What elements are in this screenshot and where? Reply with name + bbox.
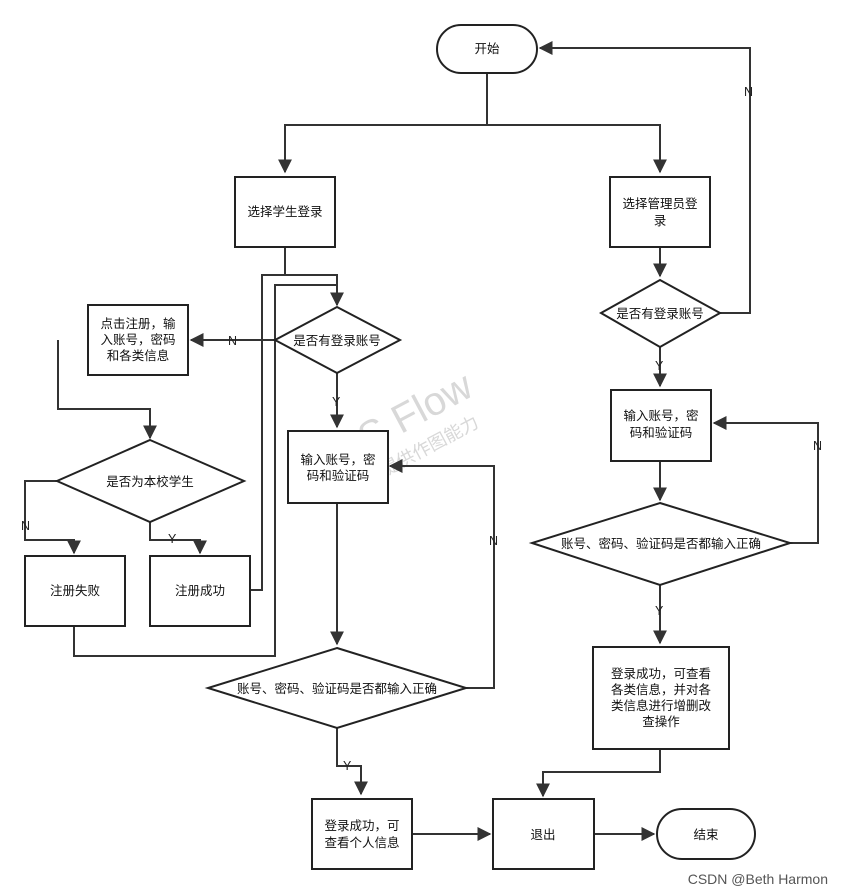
edge-school-yes bbox=[149, 522, 207, 555]
node-admin-login-success-line2: 各类信息，并对各 bbox=[611, 682, 712, 697]
edge-label-admin-yes: Y bbox=[655, 359, 664, 373]
node-student-input: 输入账号，密 码和验证码 bbox=[287, 430, 389, 504]
edge-success-return bbox=[250, 274, 285, 591]
node-student-check-correct: 账号、密码、验证码是否都输入正确 bbox=[204, 646, 470, 730]
edge-student-login-check bbox=[284, 247, 344, 307]
node-register-fail: 注册失败 bbox=[24, 555, 126, 627]
node-exit-label: 退出 bbox=[530, 828, 555, 842]
edge-label-student-yes: Y bbox=[332, 395, 341, 409]
node-student-login-success-line1: 登录成功，可 bbox=[324, 818, 399, 833]
node-student-has-account: 是否有登录账号 bbox=[272, 305, 403, 375]
node-student-login-success-line2: 查看个人信息 bbox=[324, 835, 399, 850]
credit-text: CSDN @Beth Harmon bbox=[688, 871, 828, 887]
node-admin-input: 输入账号，密 码和验证码 bbox=[610, 389, 712, 462]
edge-register-school-check bbox=[57, 340, 157, 440]
edge-admin-no-account bbox=[538, 41, 751, 314]
node-register-success-label: 注册成功 bbox=[175, 583, 225, 598]
node-register-info-line1: 点击注册，输 bbox=[100, 316, 176, 331]
node-admin-check-correct: 账号、密码、验证码是否都输入正确 bbox=[528, 501, 794, 587]
node-admin-has-account-label: 是否有登录账号 bbox=[616, 306, 704, 321]
node-register-fail-label: 注册失败 bbox=[50, 583, 101, 598]
node-student-input-line1: 输入账号，密 bbox=[300, 452, 375, 467]
edge-label-school-no: N bbox=[21, 519, 30, 533]
edge-label-admin-no: N bbox=[744, 85, 753, 99]
node-student-login-label: 选择学生登录 bbox=[247, 204, 322, 219]
edge-start-split bbox=[278, 73, 488, 174]
node-admin-login: 选择管理员登 录 bbox=[609, 176, 711, 248]
node-admin-login-success-line1: 登录成功，可查看 bbox=[611, 666, 711, 681]
node-admin-input-line2: 码和验证码 bbox=[630, 425, 693, 440]
edge-school-no bbox=[24, 480, 81, 555]
node-start-label: 开始 bbox=[474, 42, 500, 56]
edge-student-check-yes bbox=[336, 728, 368, 796]
node-end: 结束 bbox=[656, 808, 756, 860]
node-admin-check-correct-label: 账号、密码、验证码是否都输入正确 bbox=[561, 536, 761, 551]
edge-label-admin-check-yes: Y bbox=[655, 604, 664, 618]
node-student-login-success: 登录成功，可 查看个人信息 bbox=[311, 798, 413, 870]
edge-admin-success-exit bbox=[536, 749, 661, 798]
node-admin-login-success-line4: 查操作 bbox=[642, 714, 680, 729]
node-register-info-line2: 入账号，密码 bbox=[100, 332, 175, 347]
node-register-info: 点击注册，输 入账号，密码 和各类信息 bbox=[87, 304, 189, 376]
node-exit: 退出 bbox=[492, 798, 595, 870]
node-register-success: 注册成功 bbox=[149, 555, 251, 627]
edge-label-admin-check-no: N bbox=[813, 439, 822, 453]
node-school-check-label: 是否为本校学生 bbox=[106, 474, 194, 489]
edge-fail-return bbox=[73, 284, 337, 657]
node-admin-login-line1: 选择管理员登 bbox=[622, 196, 698, 211]
node-register-info-line3: 和各类信息 bbox=[107, 348, 170, 363]
node-student-check-correct-label: 账号、密码、验证码是否都输入正确 bbox=[237, 681, 437, 696]
edge-admin-check-no bbox=[712, 416, 819, 544]
node-admin-login-success-line3: 类信息进行增删改 bbox=[611, 698, 712, 713]
node-student-input-line2: 码和验证码 bbox=[307, 468, 370, 483]
node-admin-has-account: 是否有登录账号 bbox=[598, 278, 723, 349]
node-student-login: 选择学生登录 bbox=[234, 176, 336, 248]
node-admin-login-success: 登录成功，可查看 各类信息，并对各 类信息进行增删改 查操作 bbox=[592, 646, 730, 750]
edge-start-admin bbox=[487, 124, 667, 174]
edge-label-student-no: N bbox=[228, 334, 237, 348]
node-admin-login-line2: 录 bbox=[654, 214, 667, 228]
edge-student-check-no bbox=[388, 459, 495, 689]
edge-label-school-yes: Y bbox=[168, 532, 177, 546]
edge-label-student-check-no: N bbox=[489, 534, 498, 548]
node-school-check: 是否为本校学生 bbox=[54, 438, 247, 524]
node-end-label: 结束 bbox=[693, 828, 719, 842]
edge-label-student-check-yes: Y bbox=[343, 759, 352, 773]
node-student-has-account-label: 是否有登录账号 bbox=[293, 333, 381, 348]
node-start: 开始 bbox=[436, 24, 538, 74]
node-admin-input-line1: 输入账号，密 bbox=[623, 408, 698, 423]
